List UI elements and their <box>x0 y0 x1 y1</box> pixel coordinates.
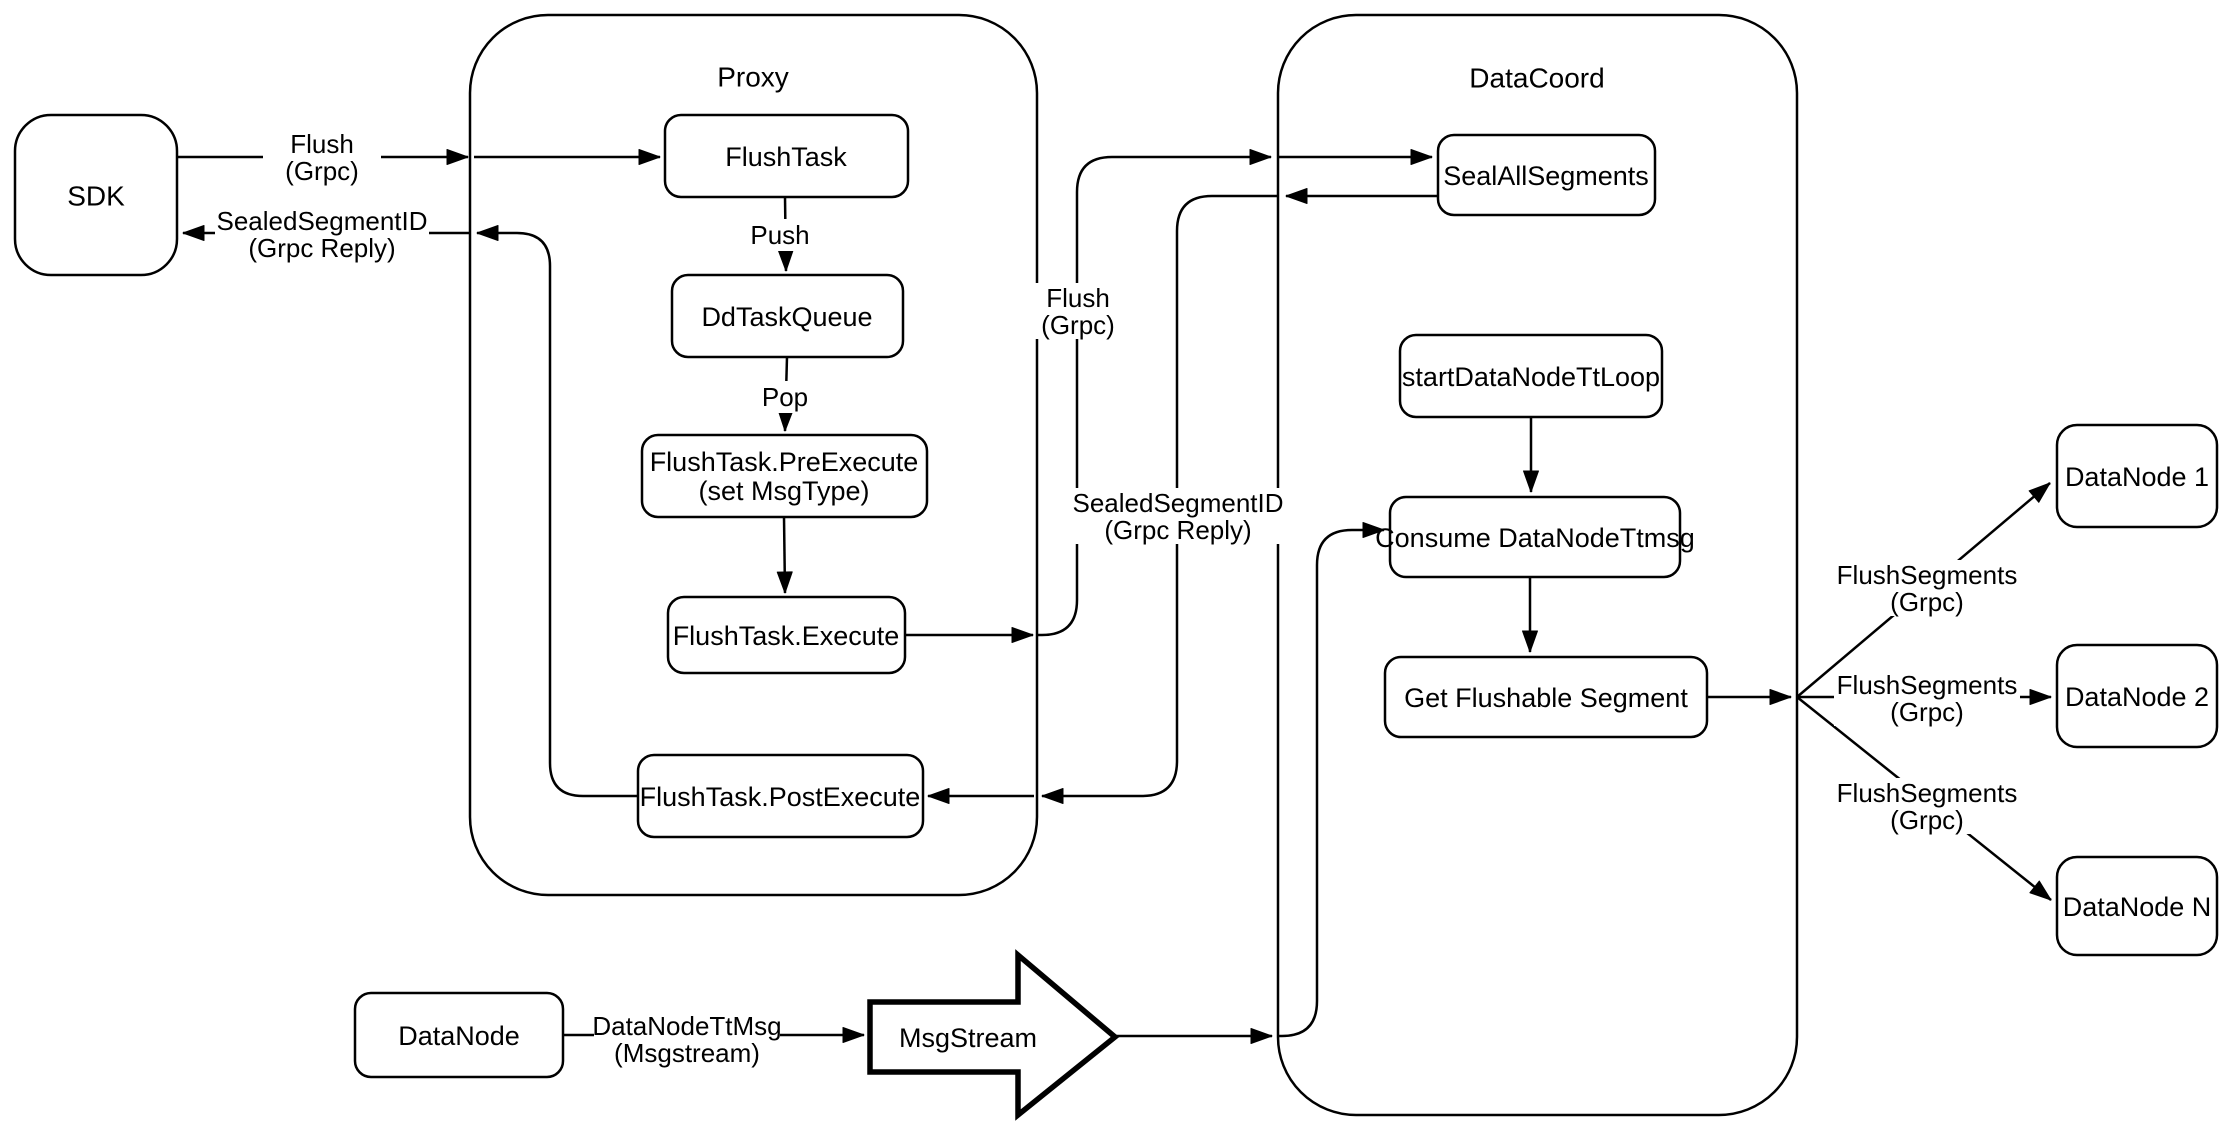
node-datanode-n-label: DataNode N <box>2063 892 2212 922</box>
node-start-data-node-tt-loop-label: startDataNodeTtLoop <box>1402 362 1660 392</box>
svg-text:(Grpc): (Grpc) <box>285 156 359 186</box>
svg-text:(Grpc): (Grpc) <box>1890 805 1964 835</box>
datacoord-container-title: DataCoord <box>1469 63 1604 94</box>
svg-text:(Grpc): (Grpc) <box>1890 697 1964 727</box>
svg-text:Pop: Pop <box>762 382 808 412</box>
label-flush-mid: Flush (Grpc) <box>1020 283 1136 340</box>
svg-text:Push: Push <box>750 220 809 250</box>
svg-text:Flush: Flush <box>290 129 354 159</box>
proxy-container-title: Proxy <box>717 62 789 93</box>
node-datanode-1-label: DataNode 1 <box>2065 462 2209 492</box>
label-flush-segments-n: FlushSegments (Grpc) <box>1834 778 2020 835</box>
svg-text:FlushSegments: FlushSegments <box>1837 778 2018 808</box>
node-sdk-label: SDK <box>67 181 125 212</box>
node-start-data-node-tt-loop: startDataNodeTtLoop <box>1398 333 1664 419</box>
node-sdk: SDK <box>13 113 179 277</box>
node-msgstream-label: MsgStream <box>899 1023 1037 1053</box>
node-post-execute-label: FlushTask.PostExecute <box>640 782 921 812</box>
label-flush-sdk: Flush (Grpc) <box>263 129 381 186</box>
node-post-execute: FlushTask.PostExecute <box>636 753 925 839</box>
node-datanode-n: DataNode N <box>2055 855 2219 957</box>
svg-text:FlushSegments: FlushSegments <box>1837 670 2018 700</box>
node-flush-task-label: FlushTask <box>725 142 847 172</box>
label-push: Push <box>744 219 816 251</box>
svg-text:(Grpc Reply): (Grpc Reply) <box>1104 515 1251 545</box>
svg-text:SealedSegmentID: SealedSegmentID <box>1072 488 1283 518</box>
label-pop: Pop <box>753 381 817 413</box>
node-pre-execute-label-line2: (set MsgType) <box>698 476 869 506</box>
label-flush-segments-2: FlushSegments (Grpc) <box>1834 670 2020 727</box>
svg-text:FlushSegments: FlushSegments <box>1837 560 2018 590</box>
svg-text:(Msgstream): (Msgstream) <box>614 1038 760 1068</box>
node-datanode-2-label: DataNode 2 <box>2065 682 2209 712</box>
node-flush-task: FlushTask <box>663 113 910 199</box>
svg-text:SealedSegmentID: SealedSegmentID <box>216 206 427 236</box>
svg-text:(Grpc): (Grpc) <box>1890 587 1964 617</box>
node-seal-all-segments: SealAllSegments <box>1436 133 1657 217</box>
node-dd-task-queue-label: DdTaskQueue <box>701 302 872 332</box>
node-execute-label: FlushTask.Execute <box>673 621 900 651</box>
node-seal-all-segments-label: SealAllSegments <box>1443 161 1649 191</box>
edge-datacoord-edge-to-consume <box>1278 522 1385 1038</box>
node-datanode-1: DataNode 1 <box>2055 423 2219 529</box>
svg-text:Flush: Flush <box>1046 283 1110 313</box>
node-get-flushable-segment: Get Flushable Segment <box>1383 655 1709 739</box>
label-sealed-segment-id-mid: SealedSegmentID (Grpc Reply) <box>1071 488 1285 545</box>
node-get-flushable-segment-label: Get Flushable Segment <box>1404 683 1688 713</box>
label-flush-segments-1: FlushSegments (Grpc) <box>1834 560 2020 617</box>
edge-proxy-edge-to-datacoord <box>1037 149 1272 637</box>
node-execute: FlushTask.Execute <box>666 595 907 675</box>
label-datanode-tt-msg: DataNodeTtMsg (Msgstream) <box>592 1011 782 1068</box>
node-consume-data-node-ttmsg-label: Consume DataNodeTtmsg <box>1375 523 1695 553</box>
edge-preexecute-to-execute <box>776 516 793 594</box>
label-sealed-segment-id-sdk: SealedSegmentID (Grpc Reply) <box>215 206 429 263</box>
node-msgstream: MsgStream <box>867 949 1120 1121</box>
node-dd-task-queue: DdTaskQueue <box>670 273 905 359</box>
node-pre-execute: FlushTask.PreExecute (set MsgType) <box>640 433 929 519</box>
node-datanode-2: DataNode 2 <box>2055 643 2219 749</box>
svg-text:DataNodeTtMsg: DataNodeTtMsg <box>592 1011 781 1041</box>
node-pre-execute-label-line1: FlushTask.PreExecute <box>650 447 919 477</box>
node-consume-data-node-ttmsg: Consume DataNodeTtmsg <box>1375 495 1695 579</box>
svg-text:(Grpc Reply): (Grpc Reply) <box>248 233 395 263</box>
edge-postexecute-to-proxy-edge <box>476 225 638 798</box>
node-datanode-label: DataNode <box>398 1021 520 1051</box>
node-datanode: DataNode <box>353 991 565 1079</box>
svg-text:(Grpc): (Grpc) <box>1041 310 1115 340</box>
